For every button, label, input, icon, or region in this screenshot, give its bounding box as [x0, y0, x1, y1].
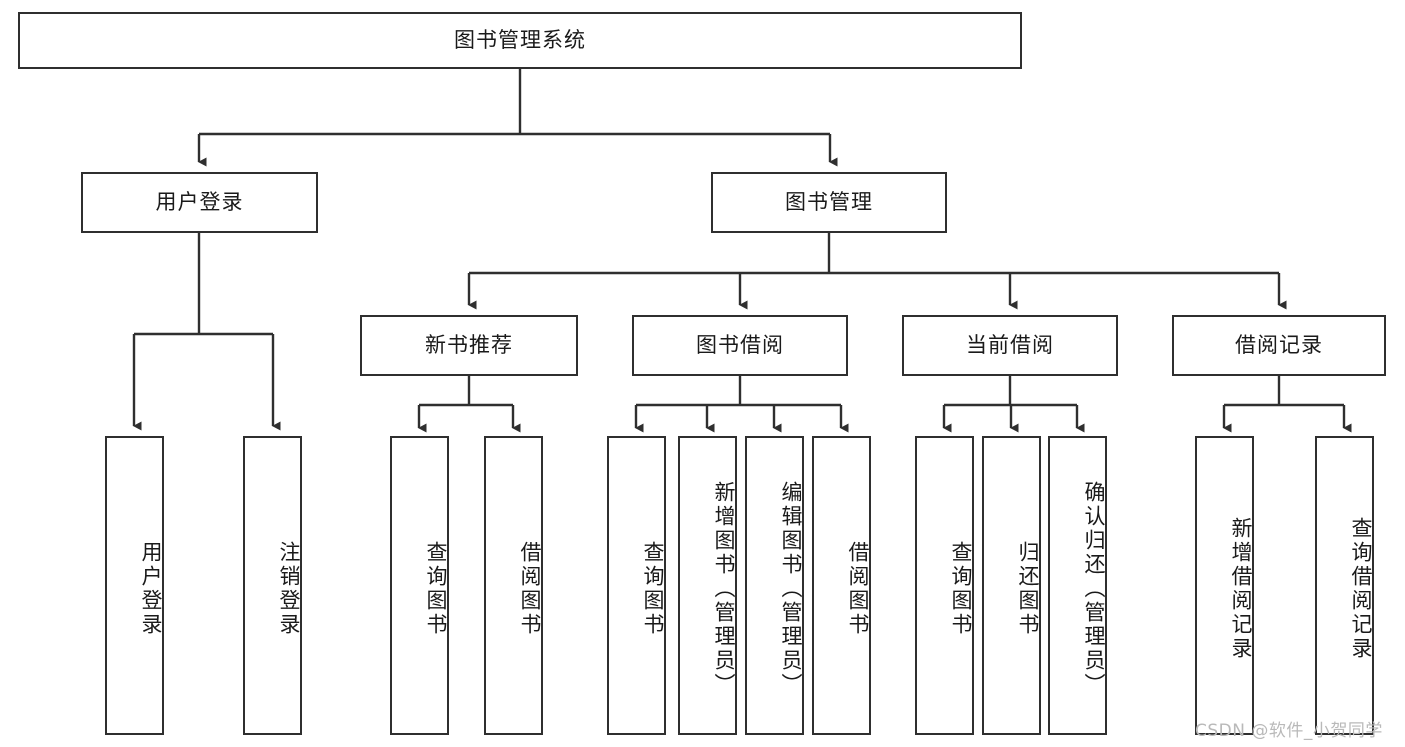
node-new-book-recommend[interactable]: 新书推荐	[360, 315, 578, 376]
edge-group-current-borrow	[942, 376, 1085, 433]
node-root-system[interactable]: 图书管理系统	[18, 12, 1022, 69]
node-leaf-edit-book[interactable]: 编辑图书（管理员）	[745, 436, 804, 735]
node-leaf-borrow-book[interactable]: 借阅图书	[812, 436, 871, 735]
node-leaf-add-record[interactable]: 新增借阅记录	[1195, 436, 1254, 735]
edge-group-book-borrow	[634, 376, 849, 433]
csdn-watermark: CSDN @软件_小贺同学	[1195, 721, 1383, 741]
edge-group-user-login	[132, 233, 281, 431]
node-leaf-logout[interactable]: 注销登录	[243, 436, 302, 735]
node-user-login[interactable]: 用户登录	[81, 172, 318, 233]
edge-group-book-management	[467, 233, 1287, 310]
node-leaf-confirm-return[interactable]: 确认归还（管理员）	[1048, 436, 1107, 735]
node-leaf-borrow-book-new[interactable]: 借阅图书	[484, 436, 543, 735]
node-leaf-return-book[interactable]: 归还图书	[982, 436, 1041, 735]
edge-group-borrow-record	[1222, 376, 1352, 433]
node-current-borrow[interactable]: 当前借阅	[902, 315, 1118, 376]
node-leaf-user-login[interactable]: 用户登录	[105, 436, 164, 735]
node-leaf-query-book-new[interactable]: 查询图书	[390, 436, 449, 735]
node-leaf-add-book[interactable]: 新增图书（管理员）	[678, 436, 737, 735]
edge-group-root	[197, 69, 838, 167]
node-leaf-query-book-current[interactable]: 查询图书	[915, 436, 974, 735]
node-leaf-query-record[interactable]: 查询借阅记录	[1315, 436, 1374, 735]
node-leaf-query-book-borrow[interactable]: 查询图书	[607, 436, 666, 735]
edge-group-new-book-recommend	[417, 376, 521, 433]
node-book-borrow[interactable]: 图书借阅	[632, 315, 848, 376]
node-borrow-record[interactable]: 借阅记录	[1172, 315, 1386, 376]
node-book-management[interactable]: 图书管理	[711, 172, 947, 233]
